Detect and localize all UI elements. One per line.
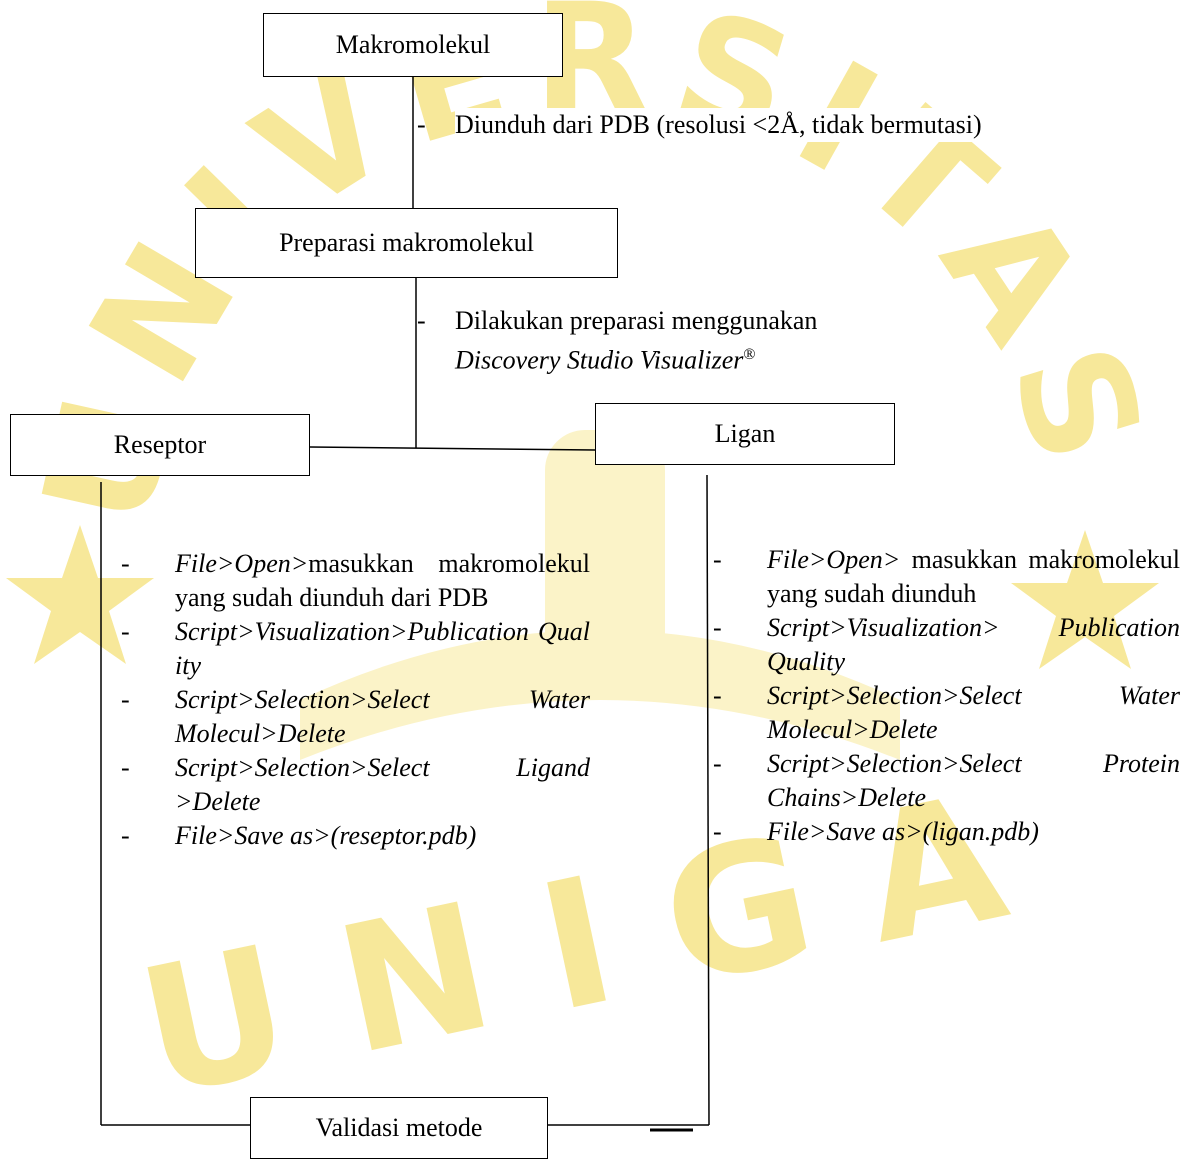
watermark-center-emblem — [545, 430, 665, 690]
note-preparation: - Dilakukan preparasi menggunakan Discov… — [417, 304, 875, 378]
reseptor-step-2: -Script>Visualization>Publication Qualit… — [121, 617, 590, 680]
reseptor-step-5-path: File>Save as>(reseptor.pdb) — [175, 821, 477, 850]
reseptor-step-1-path: File>Open> — [175, 549, 309, 578]
reseptor-steps: -File>Open>masukkan makromolekul yang su… — [121, 547, 590, 853]
reseptor-step-1: -File>Open>masukkan makromolekul yang su… — [121, 549, 590, 612]
ligan-step-3: -Script>Selection>Select Water Molecul>D… — [713, 681, 1180, 744]
ligan-step-1-path: File>Open> — [767, 545, 901, 574]
note-preparation-dash: - — [417, 306, 426, 335]
note-preparation-line1: Dilakukan preparasi menggunakan — [455, 306, 818, 335]
reseptor-step-1-text: masukkan makromolekul yang sudah diunduh… — [175, 549, 590, 612]
note-preparation-software: Discovery Studio Visualizer — [455, 345, 744, 375]
ligan-step-2-path: Script>Visualization> Publication Qualit… — [767, 613, 1180, 676]
note-download-text: Diunduh dari PDB (resolusi <2Å, tidak be… — [455, 110, 982, 139]
reseptor-step-3-path: Script>Selection>Select Water Molecul>De… — [175, 685, 590, 748]
ligan-step-5: -File>Save as>(ligan.pdb) — [713, 817, 1039, 846]
box-ligan: Ligan — [595, 403, 895, 465]
reseptor-step-2-path: Script>Visualization>Publication Quality — [175, 617, 590, 680]
note-download-dash: - — [417, 110, 426, 139]
box-preparasi-makromolekul: Preparasi makromolekul — [195, 208, 618, 278]
ligan-step-1-text: masukkan makromolekul yang sudah diunduh — [767, 545, 1180, 608]
reseptor-step-4: -Script>Selection>Select Ligand >Delete — [121, 753, 590, 816]
watermark-star-right — [1011, 530, 1159, 669]
reseptor-step-4-path: Script>Selection>Select Ligand >Delete — [175, 753, 590, 816]
note-download: - Diunduh dari PDB (resolusi <2Å, tidak … — [417, 108, 1045, 142]
ligan-step-1: -File>Open> masukkan makromolekul yang s… — [713, 545, 1180, 608]
box-makromolekul: Makromolekul — [263, 13, 563, 77]
connector-ligan-down — [706, 474, 710, 1126]
ligan-step-4: -Script>Selection>Select Protein Chains>… — [713, 749, 1180, 812]
reseptor-step-5: -File>Save as>(reseptor.pdb) — [121, 821, 477, 850]
note-preparation-registered: ® — [743, 346, 756, 363]
watermark-star-left — [6, 525, 154, 664]
box-reseptor: Reseptor — [10, 414, 310, 476]
ligan-step-4-path: Script>Selection>Select Protein Chains>D… — [767, 749, 1180, 812]
watermark-book-shape — [300, 630, 900, 760]
reseptor-step-3: -Script>Selection>Select Water Molecul>D… — [121, 685, 590, 748]
ligan-step-2: -Script>Visualization> Publication Quali… — [713, 613, 1180, 676]
ligan-step-5-path: File>Save as>(ligan.pdb) — [767, 817, 1039, 846]
connector-reseptor-ligan — [309, 446, 596, 451]
ligan-steps: -File>Open> masukkan makromolekul yang s… — [713, 543, 1180, 849]
ligan-step-3-path: Script>Selection>Select Water Molecul>De… — [767, 681, 1180, 744]
box-validasi-metode: Validasi metode — [250, 1097, 548, 1159]
